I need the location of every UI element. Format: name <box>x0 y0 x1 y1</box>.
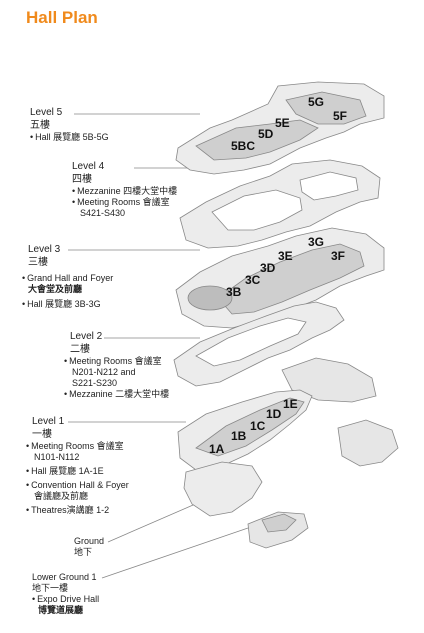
level4-chinese: 四樓 <box>72 174 92 185</box>
hall-3g-label: 3G <box>308 235 324 249</box>
level3-item-grand-hall: Grand Hall and Foyer <box>22 273 113 284</box>
level3-floor <box>175 227 385 329</box>
level1-item-theatres: Theatres演講廳 1-2 <box>26 505 129 516</box>
hall-5g-label: 5G <box>308 95 324 109</box>
lower-ground-item-expo-drive-chinese: 博覽道展廳 <box>38 605 84 615</box>
level4-floor <box>179 159 381 249</box>
page-title: Hall Plan <box>26 8 98 27</box>
hall-3b-label: 3B <box>226 285 242 299</box>
level4-item-meeting-rooms: Meeting Rooms 會議室 <box>72 197 177 208</box>
level5-name: Level 5 <box>30 107 63 118</box>
hall-1c-label: 1C <box>250 419 266 433</box>
lower-ground-item-expo-drive: Expo Drive Hall <box>32 594 99 605</box>
level3-name: Level 3 <box>28 244 61 255</box>
level3-label: Level 3 三樓 Grand Hall and Foyer 大會堂及前廳 H… <box>22 243 113 310</box>
level4-item-room-range: S421-S430 <box>80 208 126 218</box>
lower-ground-leader-line <box>101 527 249 579</box>
lower-ground-chinese: 地下一樓 <box>32 583 69 593</box>
level1-item-room-range: N101-N112 <box>34 452 80 462</box>
level2-floor <box>173 301 377 403</box>
level2-item-meeting-rooms: Meeting Rooms 會議室 <box>64 356 169 367</box>
hall-3d-label: 3D <box>260 261 276 275</box>
hall-5bc-label: 5BC <box>231 139 255 153</box>
lower-ground-name: Lower Ground 1 <box>32 572 97 582</box>
level1-chinese: 一樓 <box>32 429 52 440</box>
hall-3f-label: 3F <box>331 249 345 263</box>
level3-item-hall: Hall 展覽廳 3B-3G <box>22 299 113 310</box>
ground-name: Ground <box>74 536 105 546</box>
hall-5f-label: 5F <box>333 109 347 123</box>
hall-3c-label: 3C <box>245 273 261 287</box>
level3-chinese: 三樓 <box>28 257 48 268</box>
lower-ground-label: Lower Ground 1 地下一樓 Expo Drive Hall 博覽道展… <box>32 572 99 616</box>
hall-1a-label: 1A <box>209 442 225 456</box>
level5-item: Hall 展覽廳 5B-5G <box>30 132 109 143</box>
level1-item-convention-hall-chinese: 會議廳及前廳 <box>34 491 89 501</box>
hall-5d-label: 5D <box>258 127 274 141</box>
level2-item-room-range-n: N201-N212 and <box>72 367 136 377</box>
level1-label: Level 1 一樓 Meeting Rooms 會議室 N101-N112 H… <box>26 415 129 516</box>
level4-item-mezzanine: Mezzanine 四樓大堂中樓 <box>72 186 177 197</box>
level4-name: Level 4 <box>72 161 105 172</box>
level5-chinese: 五樓 <box>30 120 50 131</box>
ground-chinese: 地下 <box>74 547 93 557</box>
hall-1b-label: 1B <box>231 429 247 443</box>
level2-item-room-range-s: S221-S230 <box>72 378 118 388</box>
level2-chinese: 二樓 <box>70 344 90 355</box>
level1-item-convention-hall: Convention Hall & Foyer <box>26 480 129 491</box>
level3-item-grand-hall-chinese: 大會堂及前廳 <box>28 284 83 294</box>
level1-item-hall: Hall 展覽廳 1A-1E <box>26 466 129 477</box>
level1-item-meeting-rooms: Meeting Rooms 會議室 <box>26 441 129 452</box>
hall-3e-label: 3E <box>278 249 293 263</box>
lower-ground-floor <box>247 511 309 549</box>
ground-label: Ground 地下 <box>74 536 104 558</box>
level4-label: Level 4 四樓 Mezzanine 四樓大堂中樓 Meeting Room… <box>72 160 177 219</box>
hall-1d-label: 1D <box>266 407 282 421</box>
level2-label: Level 2 二樓 Meeting Rooms 會議室 N201-N212 a… <box>64 330 169 400</box>
level5-floor <box>175 81 385 175</box>
ground-floor <box>183 461 263 517</box>
level2-name: Level 2 <box>70 331 103 342</box>
level1-name: Level 1 <box>32 416 65 427</box>
hall-5e-label: 5E <box>275 116 290 130</box>
hall-1e-label: 1E <box>283 397 298 411</box>
ground-leader-line <box>107 501 201 543</box>
level2-item-mezzanine: Mezzanine 二樓大堂中樓 <box>64 389 169 400</box>
level5-label: Level 5 五樓 Hall 展覽廳 5B-5G <box>30 106 109 143</box>
